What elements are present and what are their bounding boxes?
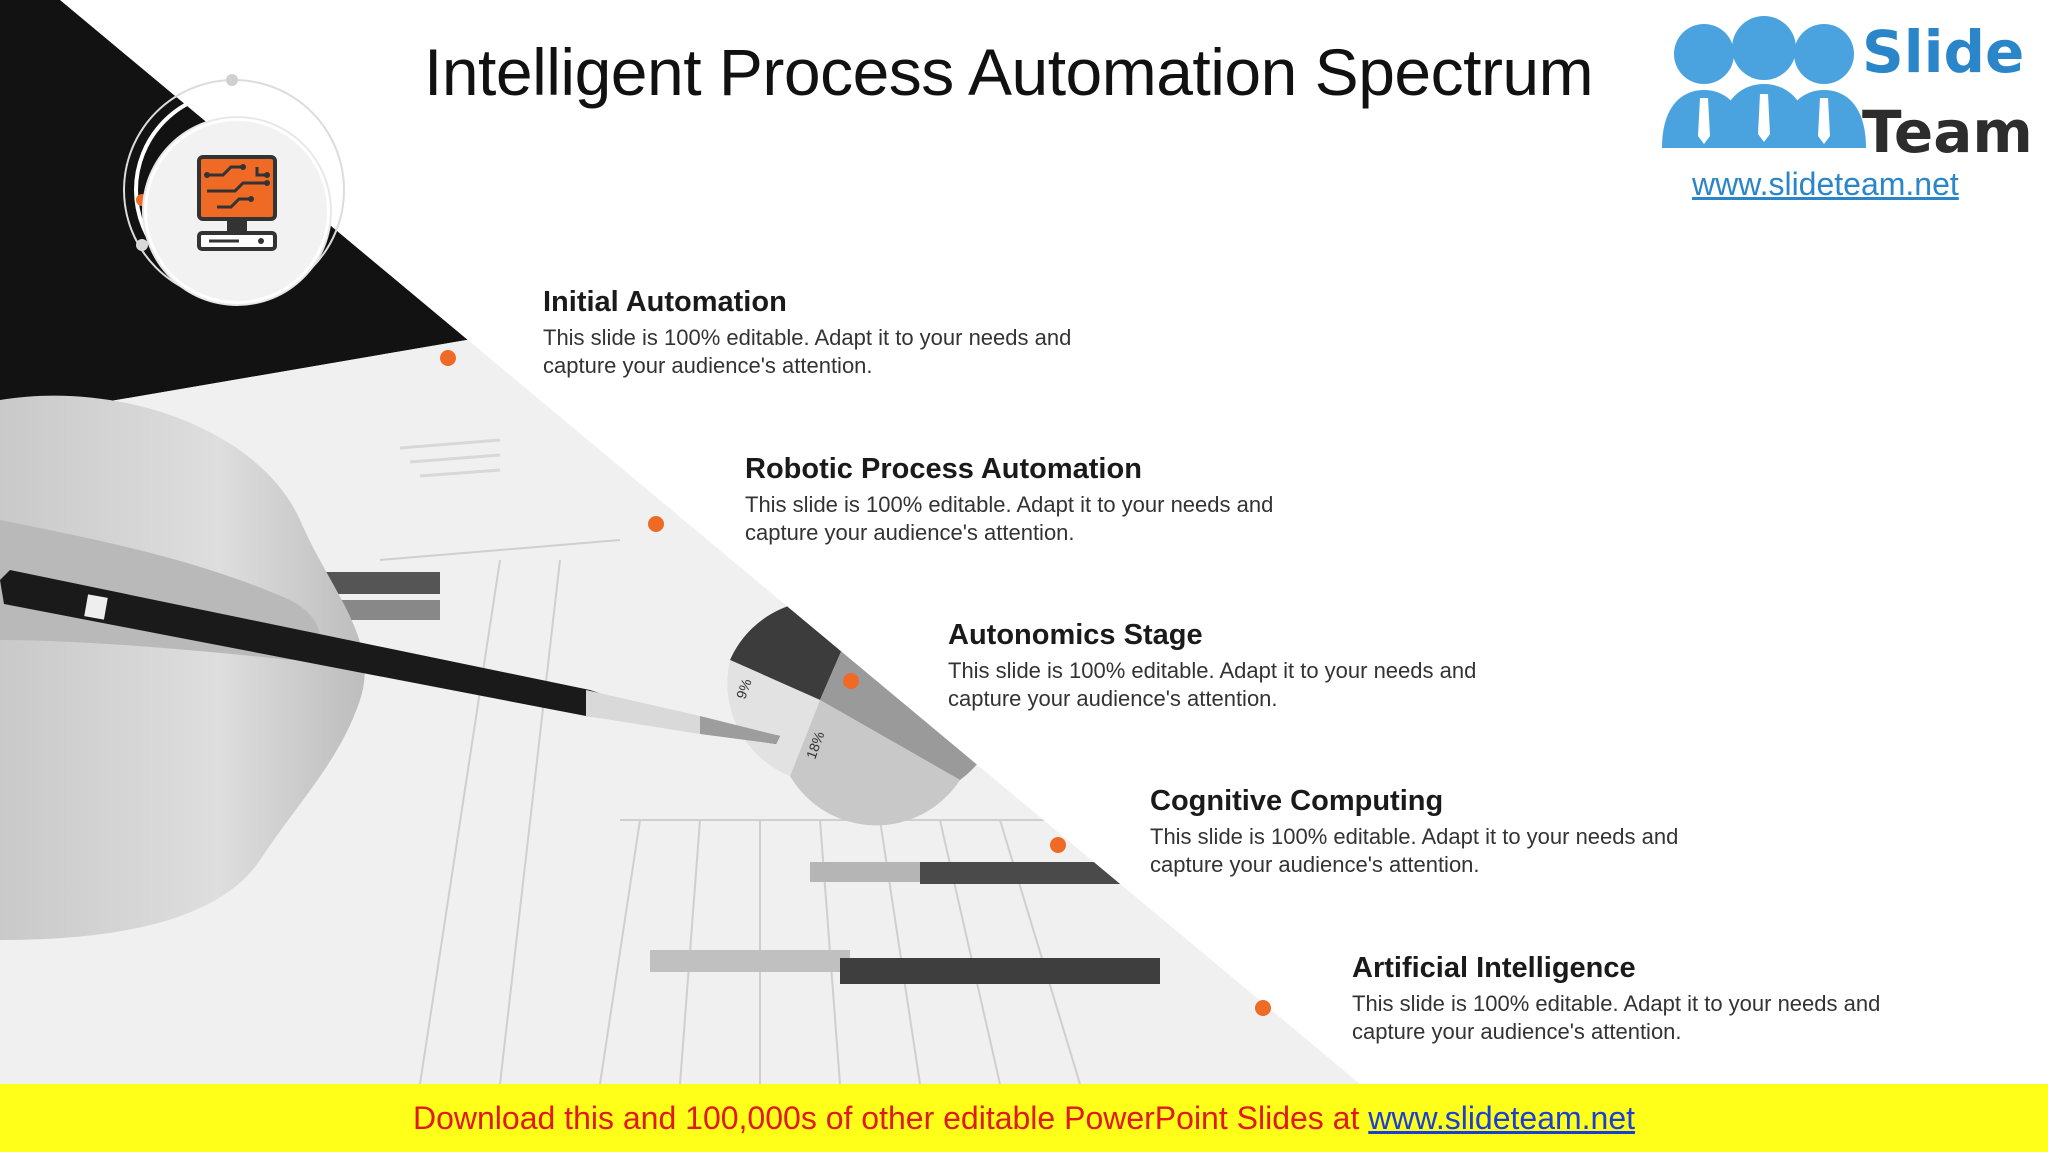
computer-circuit-icon (197, 155, 277, 251)
timeline-item-2: Robotic Process Automation This slide is… (745, 451, 1365, 547)
item-title: Autonomics Stage (948, 619, 1203, 651)
item-description: This slide is 100% editable. Adapt it to… (1150, 824, 1679, 877)
timeline-item-1: Initial Automation This slide is 100% ed… (543, 284, 1163, 380)
timeline-item-3: Autonomics Stage This slide is 100% edit… (948, 617, 1568, 713)
item-title: Cognitive Computing (1150, 785, 1444, 817)
banner-text: Download this and 100,000s of other edit… (0, 1084, 2048, 1152)
timeline-dot-4 (1050, 837, 1066, 853)
logo-name-slide: Slide (1862, 18, 2025, 86)
slideteam-logo: Slide Team www.slideteam.net (1640, 0, 2038, 202)
hand-pen-chart-photo: 9% 18% (0, 0, 1360, 1084)
logo-url-link[interactable]: www.slideteam.net (1692, 166, 1959, 202)
page-title: Intelligent Process Automation Spectrum (424, 35, 1594, 109)
timeline-dot-5 (1255, 1000, 1271, 1016)
icon-circle (144, 118, 330, 304)
people-logo-icon (1662, 16, 1866, 148)
item-description: This slide is 100% editable. Adapt it to… (543, 325, 1072, 378)
item-title: Robotic Process Automation (745, 453, 1142, 485)
download-banner: Download this and 100,000s of other edit… (0, 1084, 2048, 1152)
item-description: This slide is 100% editable. Adapt it to… (1352, 991, 1881, 1044)
timeline-item-4: Cognitive Computing This slide is 100% e… (1150, 783, 1770, 879)
item-title: Artificial Intelligence (1352, 952, 1636, 984)
timeline-dot-1 (440, 350, 456, 366)
pie-label-a: 9% (733, 677, 755, 701)
banner-link[interactable]: www.slideteam.net (1368, 1100, 1636, 1136)
item-description: This slide is 100% editable. Adapt it to… (948, 658, 1477, 711)
item-description: This slide is 100% editable. Adapt it to… (745, 492, 1274, 545)
logo-name-team: Team (1862, 98, 2033, 166)
banner-message: Download this and 100,000s of other edit… (412, 1100, 1369, 1136)
timeline-item-5: Artificial Intelligence This slide is 10… (1352, 950, 1972, 1046)
timeline-dot-3 (843, 673, 859, 689)
item-title: Initial Automation (543, 286, 787, 318)
timeline-dot-2 (648, 516, 664, 532)
